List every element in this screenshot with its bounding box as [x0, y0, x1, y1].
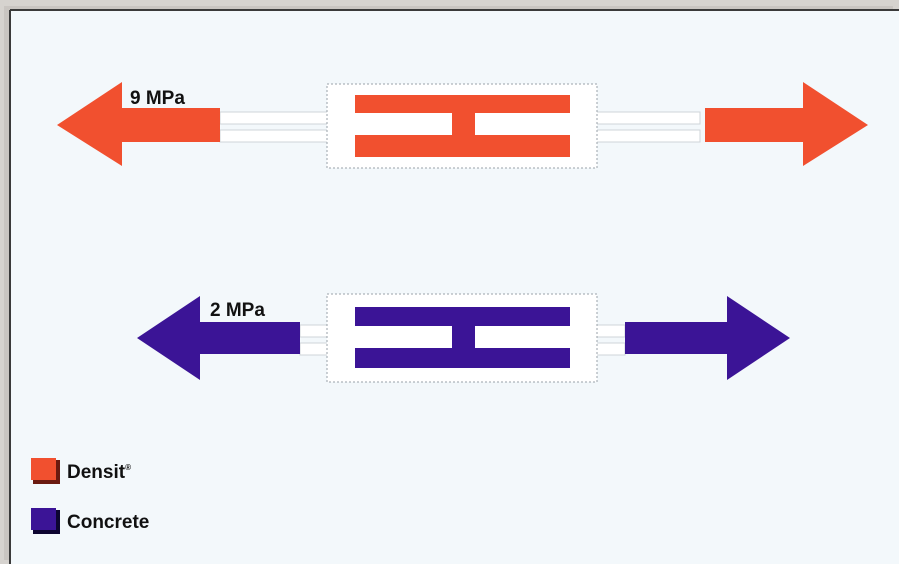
- densit-grout: [355, 95, 570, 157]
- densit-arrow-left: [57, 82, 220, 166]
- legend: Densit® Concrete: [31, 458, 149, 534]
- concrete-grout: [355, 307, 570, 368]
- densit-stress-label: 9 MPa: [130, 88, 185, 109]
- legend-swatch-densit: [31, 458, 56, 480]
- legend-swatch-concrete: [31, 508, 56, 530]
- concrete-arrow-left: [137, 296, 300, 380]
- legend-label-densit-superscript: ®: [125, 463, 131, 472]
- legend-label-densit: Densit®: [67, 462, 131, 483]
- legend-item-concrete: Concrete: [31, 508, 149, 534]
- legend-item-densit: Densit®: [31, 458, 131, 484]
- concrete-stress-label: 2 MPa: [210, 300, 265, 321]
- legend-label-concrete: Concrete: [67, 512, 149, 533]
- densit-joint: 9 MPa: [57, 82, 868, 169]
- concrete-arrow-right: [625, 296, 790, 380]
- densit-arrow-right: [705, 82, 868, 166]
- concrete-joint: 2 MPa: [137, 293, 790, 383]
